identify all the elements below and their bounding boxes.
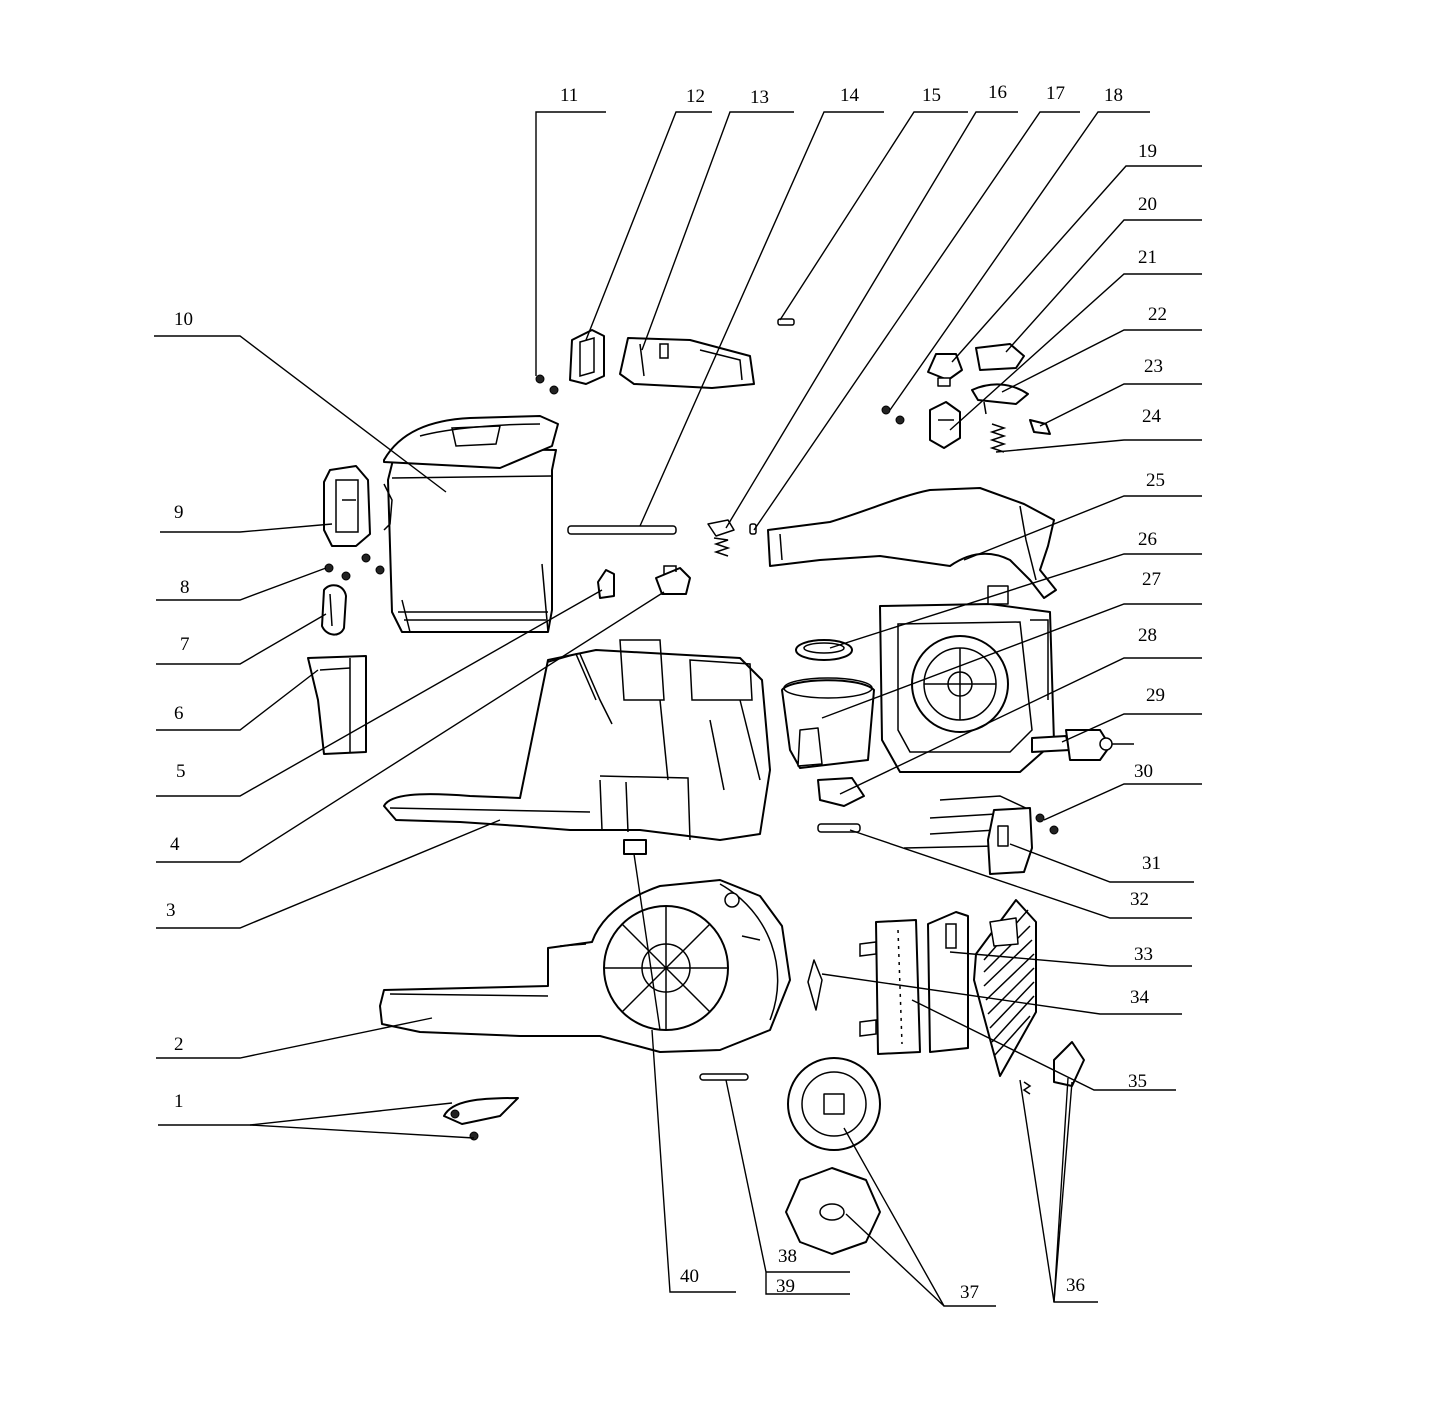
part-27-motor-housing	[879, 585, 1055, 773]
part-31-pcb-wiring	[903, 795, 1033, 875]
callout-36: 36	[1066, 1275, 1085, 1296]
callout-6: 6	[174, 703, 184, 724]
callout-31: 31	[1142, 853, 1161, 874]
part-14-flat-rod	[567, 525, 677, 535]
part-35-filter-plate	[927, 911, 969, 1053]
callout-32: 32	[1130, 889, 1149, 910]
part-37-filter-disc	[785, 1167, 881, 1255]
part-7-button	[321, 584, 347, 636]
callout-2: 2	[174, 1034, 184, 1055]
part-28-motor	[781, 677, 875, 807]
callout-8: 8	[180, 577, 190, 598]
callout-15: 15	[922, 85, 941, 106]
part-21-switch-lever	[971, 383, 1029, 415]
part-4-bracket	[655, 565, 691, 595]
callout-16: 16	[988, 82, 1007, 103]
part-15-pin	[777, 318, 795, 326]
part-8-screws	[324, 553, 385, 581]
part-38-filter-cup	[787, 1057, 881, 1151]
callout-14: 14	[840, 85, 860, 106]
callout-5: 5	[176, 761, 186, 782]
part-9-latch-plate	[323, 465, 371, 547]
callout-24: 24	[1142, 406, 1162, 427]
part-29-power-plug	[1031, 729, 1134, 761]
part-22-switch-body	[929, 401, 961, 449]
callout-17: 17	[1046, 83, 1065, 104]
part-11-screws	[535, 374, 559, 395]
callout-38: 38	[778, 1246, 797, 1267]
part-13-cover-top	[619, 337, 755, 389]
callout-3: 3	[166, 900, 176, 921]
callout-25: 25	[1146, 470, 1165, 491]
callout-13: 13	[750, 87, 769, 108]
callout-35: 35	[1128, 1071, 1147, 1092]
callout-27: 27	[1142, 569, 1161, 590]
callout-18: 18	[1104, 85, 1123, 106]
part-23-small-tab	[1029, 419, 1051, 435]
callout-34: 34	[1130, 987, 1150, 1008]
part-5-bracket	[597, 569, 615, 599]
callout-37: 37	[960, 1282, 979, 1303]
part-3-upper-housing	[383, 639, 771, 841]
callout-4: 4	[170, 834, 180, 855]
part-20-switch-cover	[975, 343, 1025, 371]
part-24-spring	[989, 423, 1007, 453]
part-1-latch-hook	[443, 1097, 519, 1141]
callout-23: 23	[1144, 356, 1163, 377]
callout-26: 26	[1138, 529, 1157, 550]
callout-7: 7	[180, 634, 190, 655]
callout-1: 1	[174, 1091, 184, 1112]
part-2-base-housing	[379, 879, 791, 1053]
part-40-block	[623, 839, 647, 855]
part-25-upper-handle	[767, 487, 1057, 599]
callout-10: 10	[174, 309, 193, 330]
callout-29: 29	[1146, 685, 1165, 706]
callout-39: 39	[776, 1276, 795, 1297]
part-32-small-rod	[817, 823, 861, 833]
part-10-dust-bin	[383, 415, 559, 633]
part-6-handle-grip	[307, 655, 367, 755]
part-33-grille-frame	[859, 919, 921, 1055]
part-39-flat-bar	[699, 1073, 749, 1081]
callout-20: 20	[1138, 194, 1157, 215]
callout-21: 21	[1138, 247, 1157, 268]
callout-30: 30	[1134, 761, 1153, 782]
callout-33: 33	[1134, 944, 1153, 965]
callout-9: 9	[174, 502, 184, 523]
callout-40: 40	[680, 1266, 699, 1287]
callout-12: 12	[686, 86, 705, 107]
callout-19: 19	[1138, 141, 1157, 162]
callout-28: 28	[1138, 625, 1157, 646]
part-16-spring-clip	[707, 519, 757, 557]
part-30-screw	[1035, 813, 1059, 835]
part-19-switch-cap	[927, 353, 963, 387]
callout-22: 22	[1148, 304, 1167, 325]
leader-lines	[154, 111, 1202, 1307]
callout-11: 11	[560, 85, 578, 106]
part-36-exhaust-grille	[973, 899, 1085, 1095]
part-34-oring	[807, 959, 823, 1011]
callout-labels: 1 2 3 4 5 6 7 8 9 10 11 12 13 14 15 16 1…	[166, 82, 1167, 1303]
part-18-screws	[881, 405, 905, 425]
part-12-hinge	[569, 329, 605, 385]
